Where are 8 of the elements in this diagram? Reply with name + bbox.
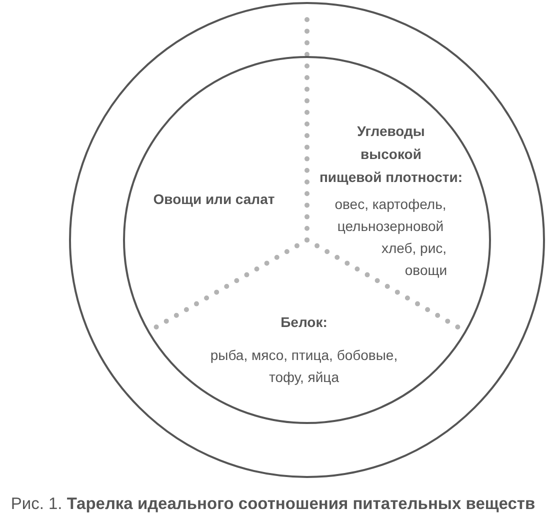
section-heading: Овощи или салат: [152, 190, 276, 209]
figure-caption: Рис. 1. Тарелка идеального соотношения питательных веществ: [10, 494, 536, 515]
food-list: рыба, мясо, птица, бобовые, тофу, яйца: [194, 344, 414, 388]
food-list: овес, картофель, цельнозерновой хлеб, рис, овощи: [326, 193, 454, 281]
inner-circle: [122, 56, 490, 424]
section-heading: Углеводы высокой пищевой плотности:: [318, 122, 464, 187]
section-heading: Белок:: [280, 313, 328, 332]
outer-circle: [69, 2, 545, 478]
